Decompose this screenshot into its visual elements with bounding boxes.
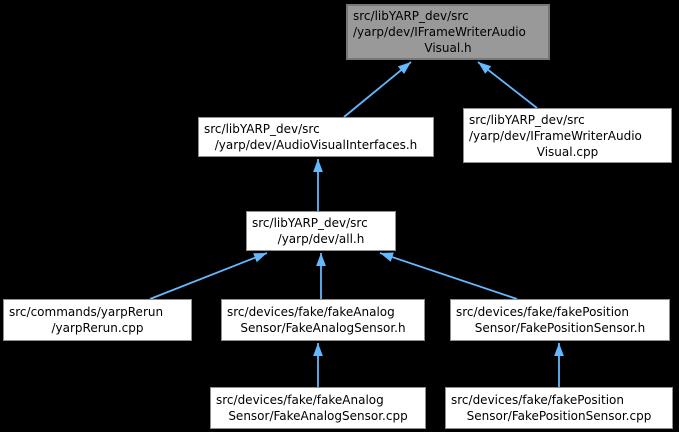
edge-fakepositionsensor-h-to-all-h [379,252,518,300]
node-label-line: Visual.h [424,41,472,55]
edge-audiovisualinterfaces-h-to-iframewriteraudiovisual-h [343,61,412,118]
graph-node-iframewriteraudiovisual-cpp[interactable]: src/libYARP_dev/src/yarp/dev/IFrameWrite… [463,108,672,163]
node-label-line: src/devices/fake/fakePosition [451,393,625,407]
node-label-line: Visual.cpp [536,144,599,159]
node-label-line: Sensor/FakePositionSensor.cpp [466,409,652,423]
node-label-line: src/libYARP_dev/src [252,216,368,230]
node-label-line: Sensor/FakeAnalogSensor.h [240,321,406,335]
edge-yarprerun-cpp-to-all-h [149,252,268,300]
node-label-line: src/devices/fake/fakeAnalog [216,393,384,407]
node-label-line: /yarp/dev/AudioVisualInterfaces.h [214,138,418,152]
node-label-line: /yarp/dev/IFrameWriterAudio [353,25,526,39]
graph-node-audiovisualinterfaces-h[interactable]: src/libYARP_dev/src/yarp/dev/AudioVisual… [198,117,434,157]
node-label-line: src/libYARP_dev/src [204,122,320,136]
node-label-line: /yarp/dev/IFrameWriterAudio [469,128,642,143]
node-label-line: src/commands/yarpRerun [9,305,164,319]
node-label-line: src/libYARP_dev/src [469,112,585,127]
node-label-line: src/devices/fake/fakePosition [456,305,630,319]
graph-node-yarprerun-cpp[interactable]: src/commands/yarpRerun/yarpRerun.cpp [3,299,192,341]
node-label-line: Sensor/FakePositionSensor.h [474,321,646,335]
node-label-line: src/devices/fake/fakeAnalog [227,305,395,319]
node-label-line: src/libYARP_dev/src [353,9,469,23]
node-label-line: Sensor/FakeAnalogSensor.cpp [228,409,408,423]
node-label-line: /yarpRerun.cpp [51,321,144,335]
node-label-line: /yarp/dev/all.h [277,232,365,246]
graph-node-iframewriteraudiovisual-h[interactable]: src/libYARP_dev/src/yarp/dev/IFrameWrite… [346,4,550,60]
graph-node-all-h[interactable]: src/libYARP_dev/src/yarp/dev/all.h [246,211,396,251]
edge-iframewriteraudiovisual-cpp-to-iframewriteraudiovisual-h [477,61,538,109]
